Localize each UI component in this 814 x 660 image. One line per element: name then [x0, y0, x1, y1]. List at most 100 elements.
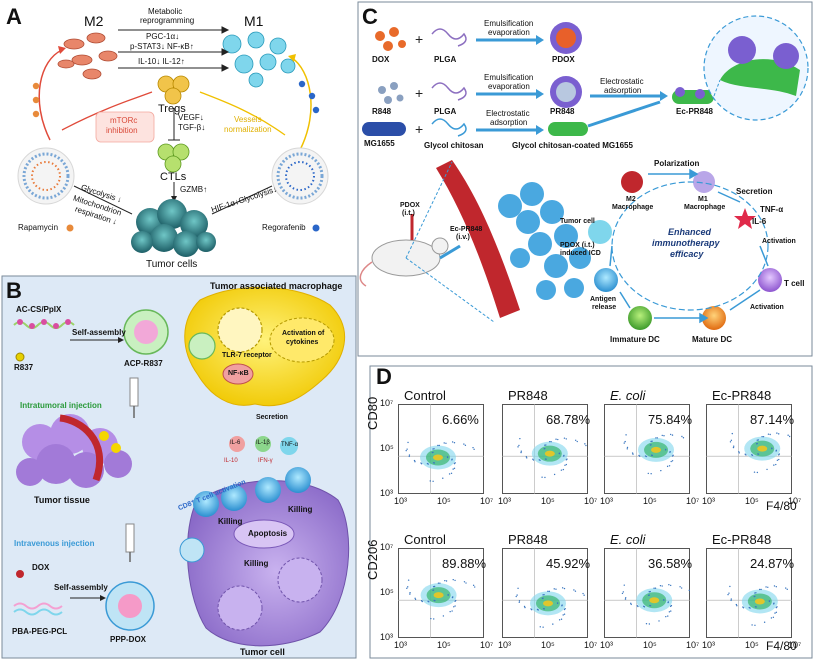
facs-plot [398, 404, 484, 494]
x-tick: 10⁵ [541, 640, 555, 650]
intratumoral-label: Intratumoral injection [20, 401, 102, 410]
x-tick: 10⁷ [480, 640, 494, 650]
f480-axis-label-2: F4/80 [766, 639, 797, 653]
facs-title: Ec-PR848 [712, 532, 772, 547]
facs-percentage: 75.84% [648, 412, 693, 427]
vessels-label: Vessels [234, 115, 262, 124]
panel-a-letter: A [6, 4, 22, 29]
x-tick: 10³ [600, 640, 614, 650]
tcell-c-label: T cell [784, 279, 805, 288]
polarization-label: Polarization [654, 159, 700, 168]
self-assembly-label: Self-assembly [72, 328, 126, 337]
activation-c-label-1: Activation [762, 238, 796, 245]
vessel-graphic [436, 160, 520, 318]
efficacy-label: efficacy [670, 249, 704, 259]
facs-plot [706, 548, 792, 638]
m1-label: M1 [244, 13, 264, 29]
facs-title: Control [404, 388, 446, 403]
tumor-tissue-graphic [16, 414, 132, 488]
mature-dc-label: Mature DC [692, 335, 733, 344]
tlr-label: TLR-7 receptor [222, 352, 272, 359]
apoptosis-label: Apoptosis [248, 529, 288, 538]
x-tick: 10⁷ [686, 640, 700, 650]
rapamycin-label: Rapamycin [18, 223, 59, 232]
plga-label-2: PLGA [434, 107, 457, 116]
tnf-label: TNF-α [281, 442, 299, 448]
x-tick: 10³ [702, 496, 716, 506]
emul-label-2: Emulsification [484, 73, 534, 82]
facs-percentage: 87.14% [750, 412, 795, 427]
antigen-label: Antigen [590, 296, 617, 303]
adsorp-label-2: adsorption [490, 118, 528, 127]
killing-label-1: Killing [218, 517, 243, 526]
ppp-dox-label: PPP-DOX [110, 635, 147, 644]
facs-plot [604, 548, 690, 638]
stat-label: p-STAT3↓ NF-κB↑ [130, 42, 194, 51]
facs-percentage: 45.92% [546, 556, 591, 571]
y-tick: 10⁷ [380, 398, 394, 408]
glycol-label: Glycol chitosan [424, 141, 484, 150]
tam-title: Tumor associated macrophage [210, 281, 343, 291]
facs-title: E. coli [610, 532, 646, 547]
killing-label-3: Killing [244, 559, 269, 568]
tregs-cells [157, 75, 190, 105]
r837-label: R837 [14, 363, 34, 372]
il6-c-label: IL-6 [752, 217, 767, 226]
svg-text:+: + [415, 121, 423, 137]
panel-d-letter: D [376, 364, 392, 389]
evap-label-1: evaporation [488, 28, 530, 37]
adsorp-label-1: adsorption [604, 86, 642, 95]
release-label: release [592, 304, 617, 311]
x-tick: 10⁷ [480, 496, 494, 506]
accs-label: AC-CS/PpIX [16, 305, 62, 314]
cytokines-label: cytokines [286, 339, 319, 346]
y-tick: 10³ [380, 632, 394, 642]
emul-label-1: Emulsification [484, 19, 534, 28]
facs-plot [604, 404, 690, 494]
f480-axis-label-1: F4/80 [766, 499, 797, 513]
mg1655-label: MG1655 [364, 139, 395, 148]
x-tick: 10⁵ [541, 496, 555, 506]
il-label: IL-10↓ IL-12↑ [138, 57, 185, 66]
m2-cells [57, 32, 118, 80]
facs-plot [502, 404, 588, 494]
y-tick: 10³ [380, 488, 394, 498]
killing-label-2: Killing [288, 505, 313, 514]
il10-label: IL-10 [224, 458, 238, 464]
intravenous-label: Intravenous injection [14, 539, 95, 548]
facs-plot [502, 548, 588, 638]
x-tick: 10⁷ [686, 496, 700, 506]
pba-label: PBA-PEG-PCL [12, 627, 68, 636]
x-tick: 10³ [702, 640, 716, 650]
facs-percentage: 68.78% [546, 412, 591, 427]
pdox-icd-label: PDOX (i.t.) [560, 242, 595, 249]
pdox-it-label-2: (i.t.) [402, 210, 415, 217]
gcmg-label: Glycol chitosan-coated MG1655 [512, 141, 633, 150]
panel-c-letter: C [362, 4, 378, 29]
facs-title: E. coli [610, 388, 646, 403]
facs-percentage: 89.88% [442, 556, 487, 571]
t-cells-b [193, 467, 311, 517]
tgf-label: TGF-β↓ [178, 123, 206, 132]
plga-label-1: PLGA [434, 55, 457, 64]
y-tick: 10⁷ [380, 542, 394, 552]
x-tick: 10³ [600, 496, 614, 506]
tumor-cells-a [131, 199, 216, 257]
enhanced-label: Enhanced [668, 227, 712, 237]
tumor-cells-label: Tumor cells [146, 259, 198, 270]
acp-label: ACP-R837 [124, 359, 163, 368]
m2-mac-label-2: Macrophage [612, 204, 654, 211]
vegf-label: VEGF↓ [178, 113, 204, 122]
ecpr-iv-label: Ec-PR848 [450, 226, 483, 233]
x-tick: 10⁵ [643, 640, 657, 650]
x-tick: 10³ [394, 496, 408, 506]
immature-dc-label: Immature DC [610, 335, 660, 344]
reprogramming-label: reprogramming [140, 16, 195, 25]
m1-mac-label-2: Macrophage [684, 204, 726, 211]
y-tick: 10⁵ [380, 587, 394, 597]
facs-title: Ec-PR848 [712, 388, 772, 403]
mtor-label-2: inhibition [106, 126, 138, 135]
m1-cells [222, 31, 296, 88]
dox-label: DOX [32, 563, 50, 572]
